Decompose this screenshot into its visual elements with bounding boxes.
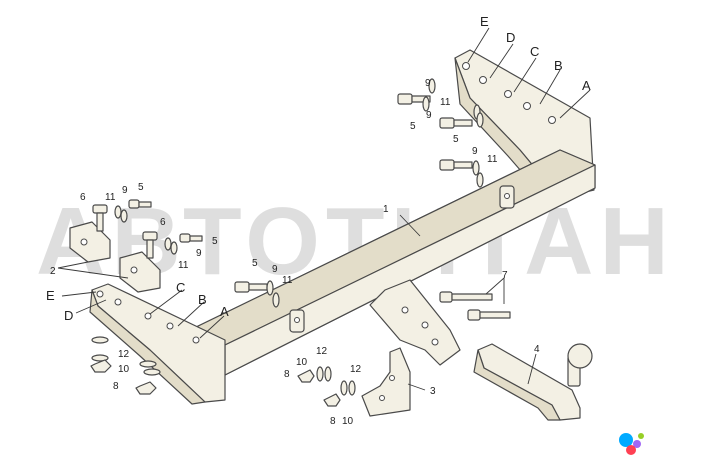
mount-bracket-2 <box>119 251 161 293</box>
label-bolt-short-a: 6 <box>80 192 86 203</box>
label-lock-washer-f: 9 <box>472 146 478 157</box>
avito-logo-text: Avito <box>647 431 696 453</box>
center-mount <box>369 279 461 366</box>
part-labels: 1 2 3 4 7 5 6 11 9 6 5 9 11 5 9 11 9 11 … <box>46 14 591 427</box>
label-hole-e-left: E <box>46 288 55 303</box>
label-washer-flat-d: 11 <box>440 97 451 108</box>
main-frame <box>189 149 596 376</box>
label-washer-large-a: 12 <box>118 349 130 360</box>
tow-ball <box>473 343 593 421</box>
socket-plate <box>361 347 411 417</box>
label-nut-b: 8 <box>284 369 290 380</box>
label-washer-small-a: 10 <box>118 364 130 375</box>
label-lock-washer-c: 9 <box>272 264 278 275</box>
label-hole-d-left: D <box>64 308 73 323</box>
label-hole-a-right: A <box>582 78 591 93</box>
label-bolt-a: 5 <box>138 182 144 193</box>
label-washer-flat-b: 11 <box>178 260 189 271</box>
label-nut-c: 8 <box>330 416 336 427</box>
label-main-frame: 1 <box>383 204 389 215</box>
label-lock-washer-e: 9 <box>426 110 432 121</box>
label-washer-flat-c: 11 <box>282 275 293 286</box>
label-bolt-b: 5 <box>212 236 218 247</box>
label-socket-plate: 3 <box>430 386 436 397</box>
nut-set <box>90 359 341 407</box>
label-bolt-e: 5 <box>453 134 459 145</box>
label-washer-small-b: 10 <box>296 357 308 368</box>
label-hole-c-right: C <box>530 44 539 59</box>
label-bolt-long: 7 <box>502 270 508 281</box>
mount-bracket-1 <box>69 221 111 263</box>
label-tow-ball: 4 <box>534 344 540 355</box>
leader-lines <box>57 27 591 391</box>
label-mount-bracket: 2 <box>50 266 56 277</box>
avito-badge: Avito <box>619 431 696 455</box>
label-washer-small-c: 10 <box>342 416 354 427</box>
label-washer-large-c: 12 <box>350 364 362 375</box>
label-hole-c-left: C <box>176 280 185 295</box>
label-washer-flat-e: 11 <box>487 154 498 165</box>
label-bolt-c: 5 <box>252 258 258 269</box>
label-washer-flat-a: 11 <box>105 192 116 203</box>
label-washer-large-b: 12 <box>316 346 328 357</box>
label-hole-b-right: B <box>554 58 563 73</box>
label-hole-b-left: B <box>198 292 207 307</box>
label-nut-a: 8 <box>113 381 119 392</box>
label-hole-e-right: E <box>480 14 489 29</box>
label-lock-washer-b: 9 <box>196 248 202 259</box>
label-bolt-short-b: 6 <box>160 217 166 228</box>
label-lock-washer-d: 9 <box>425 78 431 89</box>
label-hole-a-left: A <box>220 304 229 319</box>
bolt-set <box>92 93 511 321</box>
label-lock-washer-a: 9 <box>122 185 128 196</box>
label-bolt-d: 5 <box>410 121 416 132</box>
washer-set <box>91 78 484 396</box>
label-hole-d-right: D <box>506 30 515 45</box>
left-side-plate <box>89 283 226 405</box>
